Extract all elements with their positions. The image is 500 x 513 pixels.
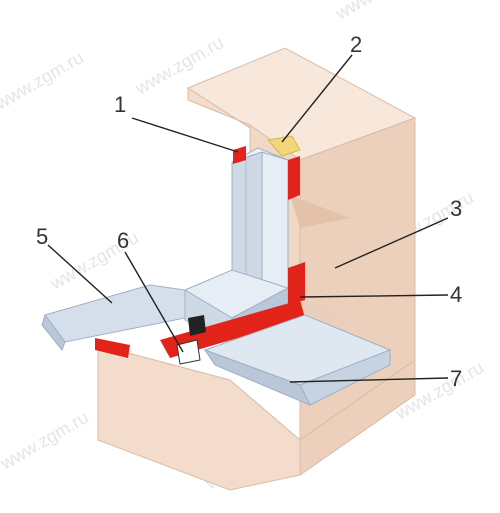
leader-line-1 (131, 117, 239, 153)
callout-label-1: 1 (114, 92, 126, 117)
support-block-front (176, 339, 201, 365)
watermark-text: www.zgm.ru (0, 47, 87, 114)
seal-strip-lower-right (288, 262, 305, 305)
outer-sill-flashing (41, 284, 186, 351)
seal-strip-upper-right (288, 156, 300, 200)
seal-strip-top-left (233, 146, 246, 164)
outer-sill-drip-edge (41, 313, 66, 351)
seal-strip-outer-sill (95, 338, 130, 358)
callout-label-7: 7 (450, 366, 462, 391)
watermark-text: www.zgm.ru (331, 0, 427, 24)
inner-window-sill (203, 314, 392, 406)
leader-line-7 (289, 377, 449, 383)
callout-label-3: 3 (450, 196, 462, 221)
support-block (176, 315, 206, 365)
leader-line-3 (334, 217, 449, 269)
callout-label-2: 2 (350, 32, 362, 57)
leader-line-4 (299, 294, 449, 298)
inner-sill-left (203, 349, 312, 406)
watermark-text: www.zgm.ru (0, 407, 92, 474)
callout-labels: 1 2 3 4 5 6 7 (36, 32, 462, 391)
leader-line-5 (47, 244, 113, 304)
callout-label-4: 4 (450, 282, 462, 307)
outer-sill-top (44, 284, 186, 343)
callout-label-5: 5 (36, 224, 48, 249)
leader-line-6 (124, 251, 184, 353)
leader-line-2 (281, 54, 353, 143)
support-block-dark (188, 315, 206, 336)
vapor-barrier-tape (267, 135, 301, 157)
wall-recess-shadow (290, 195, 350, 228)
callout-label-6: 6 (117, 228, 129, 253)
wall-lower-right (299, 359, 416, 476)
leader-lines (47, 54, 449, 383)
frame-vertical-side (261, 151, 289, 301)
